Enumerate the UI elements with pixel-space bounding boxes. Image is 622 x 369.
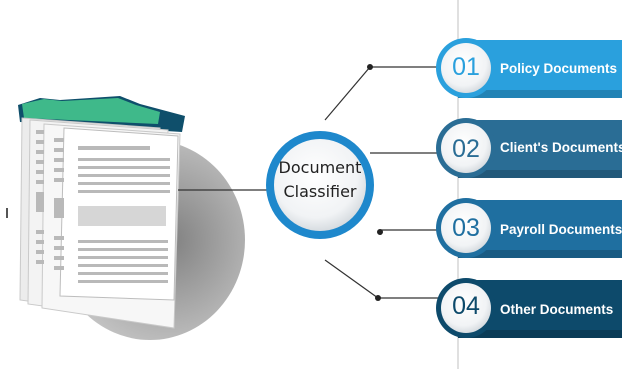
category-label-other: Other Documents xyxy=(500,302,614,317)
category-band-1 xyxy=(436,38,622,98)
category-label-payroll: Payroll Documents xyxy=(500,222,622,237)
category-label-client: Client's Documents xyxy=(500,140,622,155)
classifier-line-1: Document xyxy=(278,158,362,177)
classifier-line-2: Classifier xyxy=(283,182,357,201)
connector-dot xyxy=(375,295,381,301)
document-stack-icon xyxy=(6,96,245,340)
category-band-2 xyxy=(436,118,622,178)
connector-dot xyxy=(377,229,383,235)
classifier-label: Document Classifier xyxy=(272,156,368,204)
category-number-02: 02 xyxy=(452,135,480,163)
category-number-01: 01 xyxy=(452,53,480,81)
category-number-04: 04 xyxy=(452,292,480,320)
category-label-policy: Policy Documents xyxy=(500,61,618,76)
classifier-disc xyxy=(266,131,374,239)
category-band-3 xyxy=(436,198,622,258)
connector-dot xyxy=(367,64,373,70)
category-band-4 xyxy=(436,278,622,338)
category-number-03: 03 xyxy=(452,214,480,242)
